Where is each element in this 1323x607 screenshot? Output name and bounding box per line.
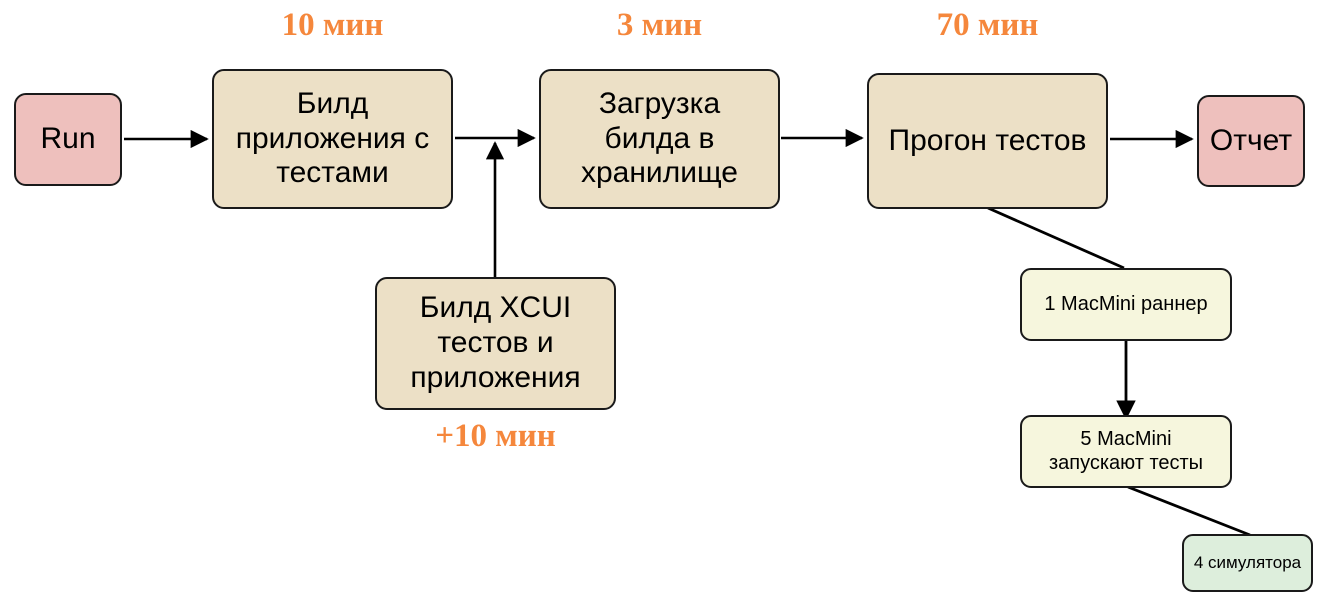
time-label-build-app: 10 мин [281, 7, 384, 43]
node-build-xcui[interactable]: Билд XCUI тестов и приложения [375, 277, 616, 410]
edge-run-tests-to-runner [987, 206, 1125, 270]
time-label-run-tests: 70 мин [936, 7, 1039, 43]
node-run-tests[interactable]: Прогон тестов [867, 73, 1108, 209]
edge-macminis-to-simulators [1127, 485, 1251, 537]
time-label-upload: 3 мин [616, 7, 703, 43]
node-macminis[interactable]: 5 MacMini запускают тесты [1020, 415, 1232, 488]
node-run[interactable]: Run [14, 93, 122, 186]
node-build-app[interactable]: Билд приложения с тестами [212, 69, 453, 209]
time-label-build-xcui: +10 мин [435, 418, 556, 454]
node-upload-build[interactable]: Загрузка билда в хранилище [539, 69, 780, 209]
node-report[interactable]: Отчет [1197, 95, 1305, 187]
node-simulators[interactable]: 4 симулятора [1182, 534, 1313, 592]
node-runner[interactable]: 1 MacMini раннер [1020, 268, 1232, 341]
